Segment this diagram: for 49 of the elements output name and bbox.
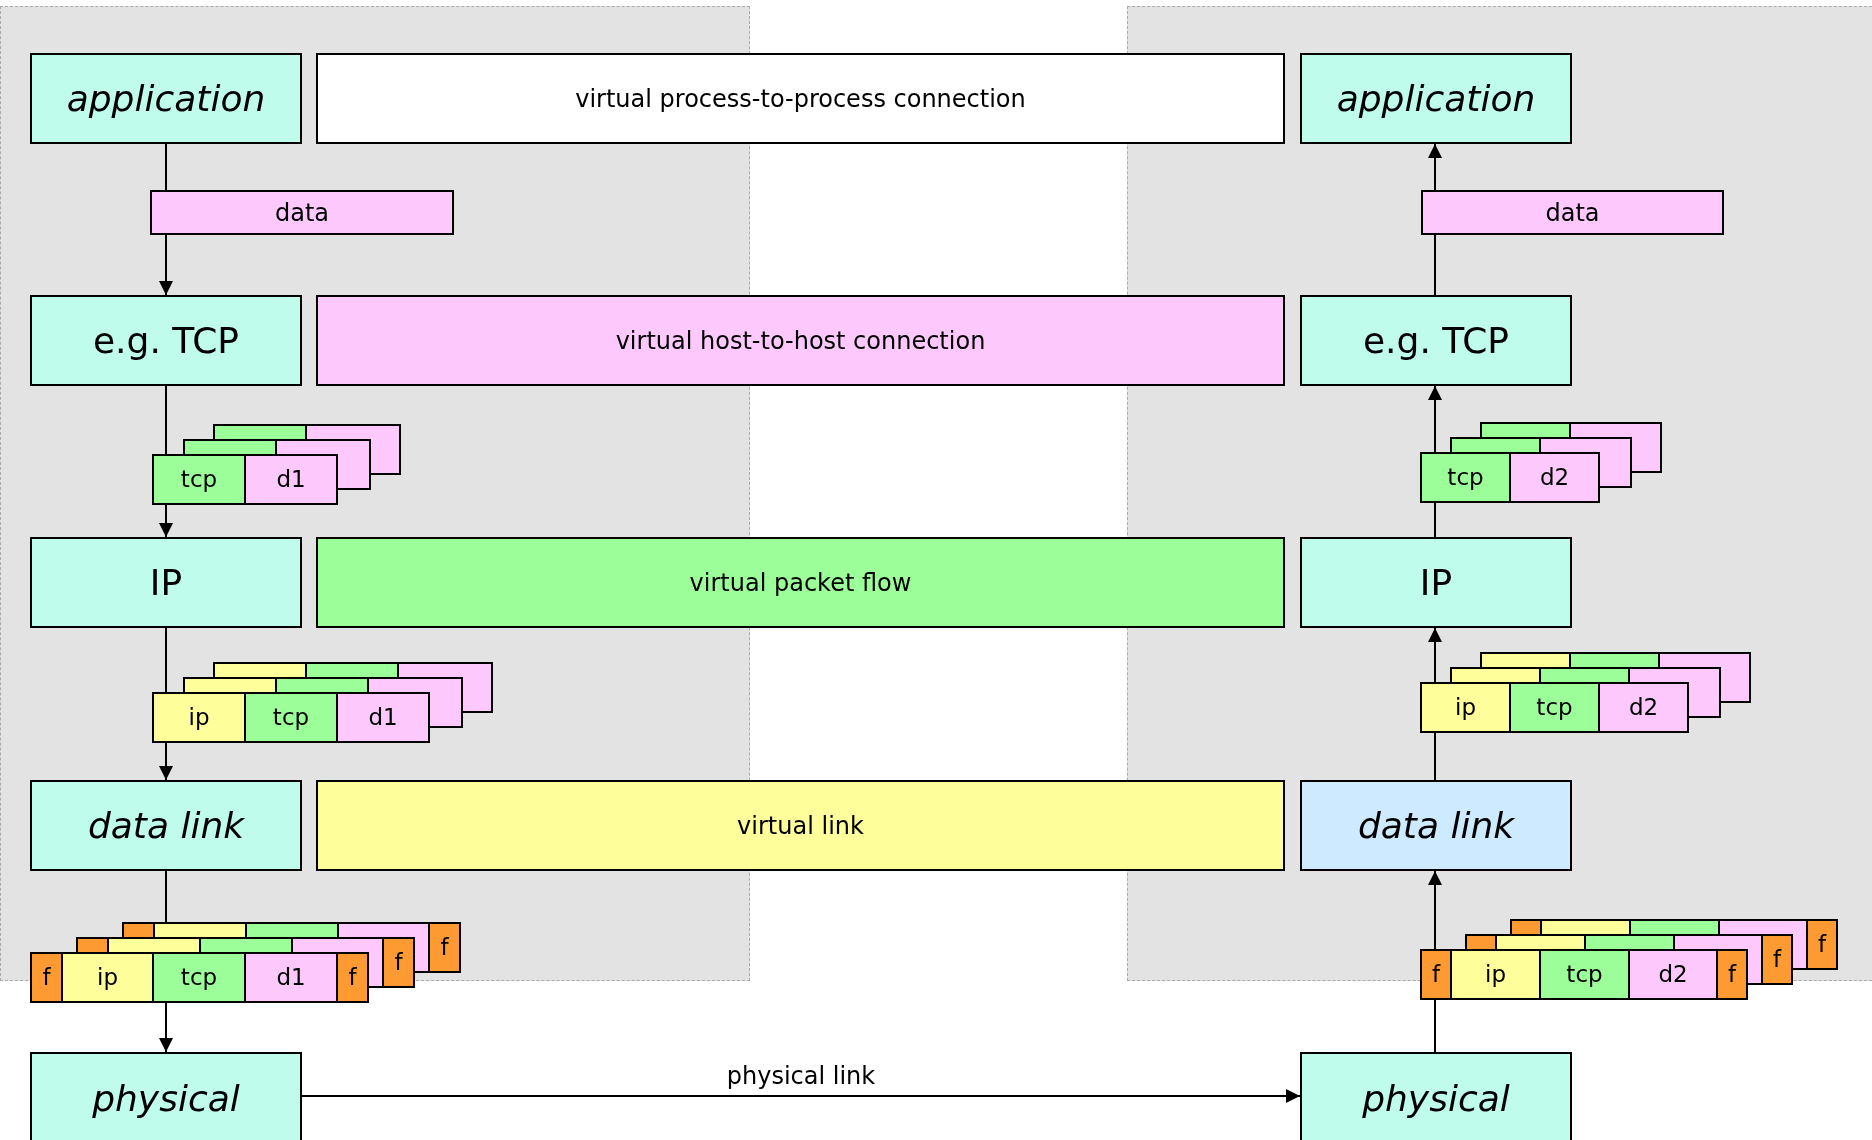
frame-cell: f (1761, 934, 1793, 985)
header-cell: tcp (1420, 452, 1511, 503)
layer-box: data link (1300, 780, 1572, 871)
header-cell: ip (152, 692, 246, 743)
frame-cell: f (1420, 949, 1452, 1000)
payload-cell: d2 (1628, 949, 1718, 1000)
arrow (1428, 143, 1442, 191)
layer-box: physical (1300, 1052, 1572, 1140)
arrow (1428, 870, 1442, 950)
connection-bar: virtual packet flow (316, 537, 1285, 628)
frame-cell: f (382, 937, 415, 988)
arrow (301, 1089, 1301, 1103)
data-box: data (1421, 190, 1724, 235)
arrow (159, 234, 173, 296)
header-cell: tcp (1539, 949, 1630, 1000)
arrow (159, 504, 173, 538)
frame-cell: f (30, 952, 63, 1003)
payload-cell: d1 (244, 952, 338, 1003)
payload-cell: d1 (336, 692, 430, 743)
layer-box: e.g. TCP (1300, 295, 1572, 386)
payload-cell: d2 (1509, 452, 1600, 503)
header-cell: tcp (244, 692, 338, 743)
frame-cell: f (1806, 919, 1838, 970)
layer-box: e.g. TCP (30, 295, 302, 386)
frame-cell: f (1716, 949, 1748, 1000)
connection-bar: virtual host-to-host connection (316, 295, 1285, 386)
layer-box: physical (30, 1052, 302, 1140)
layer-box: data link (30, 780, 302, 871)
connection-bar: virtual link (316, 780, 1285, 871)
arrow (1428, 627, 1442, 683)
header-cell: tcp (152, 952, 246, 1003)
arrow (159, 742, 173, 781)
header-cell: ip (1420, 682, 1511, 733)
frame-cell: f (428, 922, 461, 973)
payload-cell: d1 (244, 454, 338, 505)
header-cell: tcp (152, 454, 246, 505)
data-box: data (150, 190, 454, 235)
layer-box: application (30, 53, 302, 144)
arrow (159, 1002, 173, 1053)
connection-bar: virtual process-to-process connection (316, 53, 1285, 144)
layer-box: IP (30, 537, 302, 628)
header-cell: tcp (1509, 682, 1600, 733)
header-cell: ip (1450, 949, 1541, 1000)
payload-cell: d2 (1598, 682, 1689, 733)
frame-cell: f (336, 952, 369, 1003)
layer-box: IP (1300, 537, 1572, 628)
arrow (1428, 385, 1442, 453)
header-cell: ip (61, 952, 154, 1003)
layer-box: application (1300, 53, 1572, 144)
